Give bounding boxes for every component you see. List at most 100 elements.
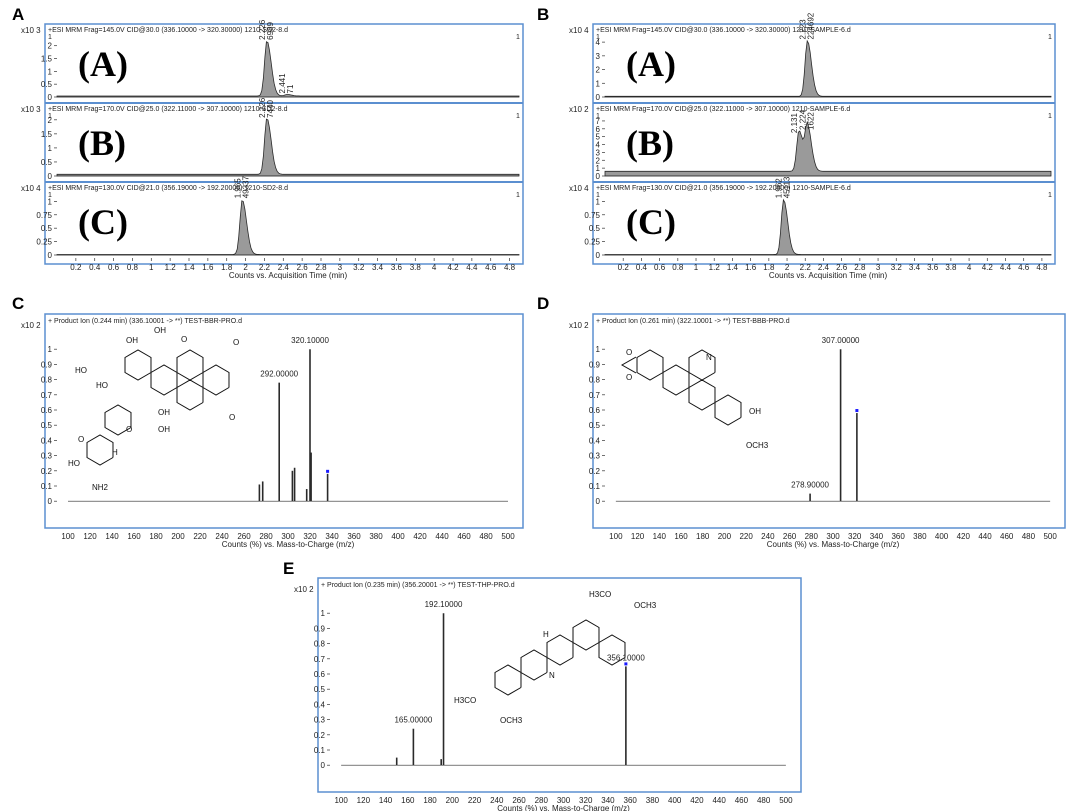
peak-mz-label: 292.00000: [260, 370, 298, 379]
trace-header: +ESI MRM Frag=130.0V CID@21.0 (356.19000…: [48, 185, 288, 192]
bond: [86, 434, 114, 466]
corner-mark-left: 1: [596, 34, 600, 41]
structure-label: O: [626, 348, 632, 357]
y-tick-label: 1: [596, 164, 601, 173]
y-multiplier: x10 3: [21, 26, 41, 35]
x-tick-label: 3.2: [891, 263, 903, 272]
x-tick-label: 200: [171, 532, 185, 541]
panel-frame: [44, 313, 524, 529]
x-tick-label: 260: [512, 796, 526, 805]
chromatogram-trace: [604, 39, 1052, 98]
bond: [714, 394, 742, 426]
y-tick-label: 0.7: [41, 391, 53, 400]
y-tick-label: 0.8: [589, 376, 601, 385]
trace-1: +ESI MRM Frag=170.0V CID@25.0 (322.11000…: [21, 97, 523, 181]
structure-label: H: [112, 448, 118, 457]
x-tick-label: 0.2: [618, 263, 630, 272]
bond: [150, 364, 178, 396]
y-tick-label: 1: [48, 67, 53, 76]
trace-0: +ESI MRM Frag=145.0V CID@30.0 (336.10000…: [569, 12, 1052, 102]
y-multiplier: x10 2: [294, 585, 314, 594]
x-tick-label: 2.6: [297, 263, 309, 272]
x-tick-label: 1.6: [202, 263, 214, 272]
trace-header: +ESI MRM Frag=145.0V CID@30.0 (336.10000…: [48, 27, 288, 34]
x-tick-label: 2.4: [278, 263, 290, 272]
x-tick-label: 120: [357, 796, 371, 805]
x-tick-label: 3: [876, 263, 881, 272]
corner-mark-left: 1: [596, 113, 600, 120]
x-tick-label: 1: [694, 263, 699, 272]
panel-frame: [592, 313, 1066, 529]
y-tick-label: 2: [48, 116, 53, 125]
x-tick-label: 420: [690, 796, 704, 805]
spectrum-panel-d: + Product Ion (0.261 min) (322.10001 -> …: [569, 313, 1066, 549]
structure-label: OH: [154, 326, 166, 335]
y-tick-label: 0: [596, 497, 601, 506]
x-tick-label: 440: [712, 796, 726, 805]
spectrum-header: + Product Ion (0.261 min) (322.10001 -> …: [596, 318, 790, 325]
x-tick-label: 120: [631, 532, 645, 541]
x-tick-label: 100: [609, 532, 623, 541]
x-tick-label: 3.8: [945, 263, 957, 272]
x-axis-label: Counts (%) vs. Mass-to-Charge (m/z): [497, 804, 630, 811]
y-tick-label: 0.3: [589, 452, 601, 461]
y-tick-label: 1.5: [41, 130, 53, 139]
peak-rt-label: 2.131: [790, 113, 799, 134]
x-tick-label: 460: [1000, 532, 1014, 541]
x-tick-label: 1.6: [745, 263, 757, 272]
y-tick-label: 0.3: [41, 452, 53, 461]
x-tick-label: 4.2: [982, 263, 994, 272]
x-tick-label: 420: [413, 532, 427, 541]
y-tick-label: 0.5: [589, 421, 601, 430]
x-tick-label: 260: [237, 532, 251, 541]
y-tick-label: 0.4: [589, 436, 601, 445]
trace-header: +ESI MRM Frag=145.0V CID@30.0 (336.10000…: [596, 27, 851, 34]
figure-label-d: D: [537, 294, 549, 313]
trace-0: +ESI MRM Frag=145.0V CID@30.0 (336.10000…: [21, 19, 520, 102]
y-tick-label: 3: [596, 52, 601, 61]
trace-1: +ESI MRM Frag=170.0V CID@25.0 (322.11000…: [569, 102, 1055, 181]
peak-area-label: 45113: [783, 176, 792, 198]
x-tick-label: 200: [446, 796, 460, 805]
y-tick-label: 2: [48, 42, 53, 51]
chromatogram-panel-a: +ESI MRM Frag=145.0V CID@30.0 (336.10000…: [21, 19, 524, 280]
y-tick-label: 1: [596, 197, 601, 206]
peak-rt-label: 2.223: [798, 19, 807, 40]
x-tick-label: 0.8: [127, 263, 139, 272]
bond: [598, 634, 626, 666]
x-tick-label: 180: [149, 532, 163, 541]
y-tick-label: 0.9: [314, 624, 326, 633]
x-tick-label: 220: [468, 796, 482, 805]
y-tick-label: 0: [596, 251, 601, 260]
x-tick-label: 440: [435, 532, 449, 541]
corner-mark-left: 1: [596, 192, 600, 199]
y-multiplier: x10 2: [569, 321, 589, 330]
structure-label: O: [233, 338, 239, 347]
trace-panel-label: (A): [78, 44, 128, 84]
y-tick-label: 0.5: [41, 80, 53, 89]
structure-label: OH: [158, 408, 170, 417]
trace-header: +ESI MRM Frag=130.0V CID@21.0 (356.19000…: [596, 185, 851, 192]
bond: [202, 364, 230, 396]
corner-mark-right: 1: [516, 113, 520, 120]
y-tick-label: 0.1: [314, 746, 326, 755]
y-tick-label: 0.2: [589, 467, 601, 476]
x-tick-label: 360: [347, 532, 361, 541]
peak-rt-label: 1.962: [775, 178, 784, 199]
bond: [520, 649, 548, 681]
x-tick-label: 340: [601, 796, 615, 805]
bond: [104, 404, 132, 436]
peak-area-label: 7440: [266, 99, 275, 117]
y-tick-label: 0.4: [314, 700, 326, 709]
x-tick-label: 340: [325, 532, 339, 541]
peak-mz-label: 320.10000: [291, 336, 329, 345]
precursor-marker: [624, 662, 628, 666]
spectrum-panel-e: + Product Ion (0.235 min) (356.20001 -> …: [294, 577, 802, 811]
x-tick-label: 2.6: [836, 263, 848, 272]
y-tick-label: 4: [596, 38, 601, 47]
x-tick-label: 140: [105, 532, 119, 541]
y-tick-label: 2: [596, 66, 601, 75]
peak-rt-label: 2.224: [798, 109, 807, 130]
x-tick-label: 140: [653, 532, 667, 541]
x-axis-label: Counts vs. Acquisition Time (min): [229, 271, 348, 280]
